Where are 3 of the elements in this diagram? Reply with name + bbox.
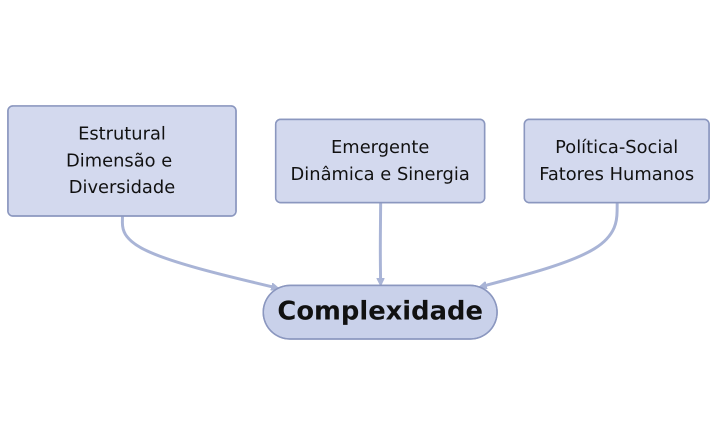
arrow: [120, 216, 280, 290]
arrow: [376, 202, 385, 286]
arrow: [478, 202, 619, 289]
